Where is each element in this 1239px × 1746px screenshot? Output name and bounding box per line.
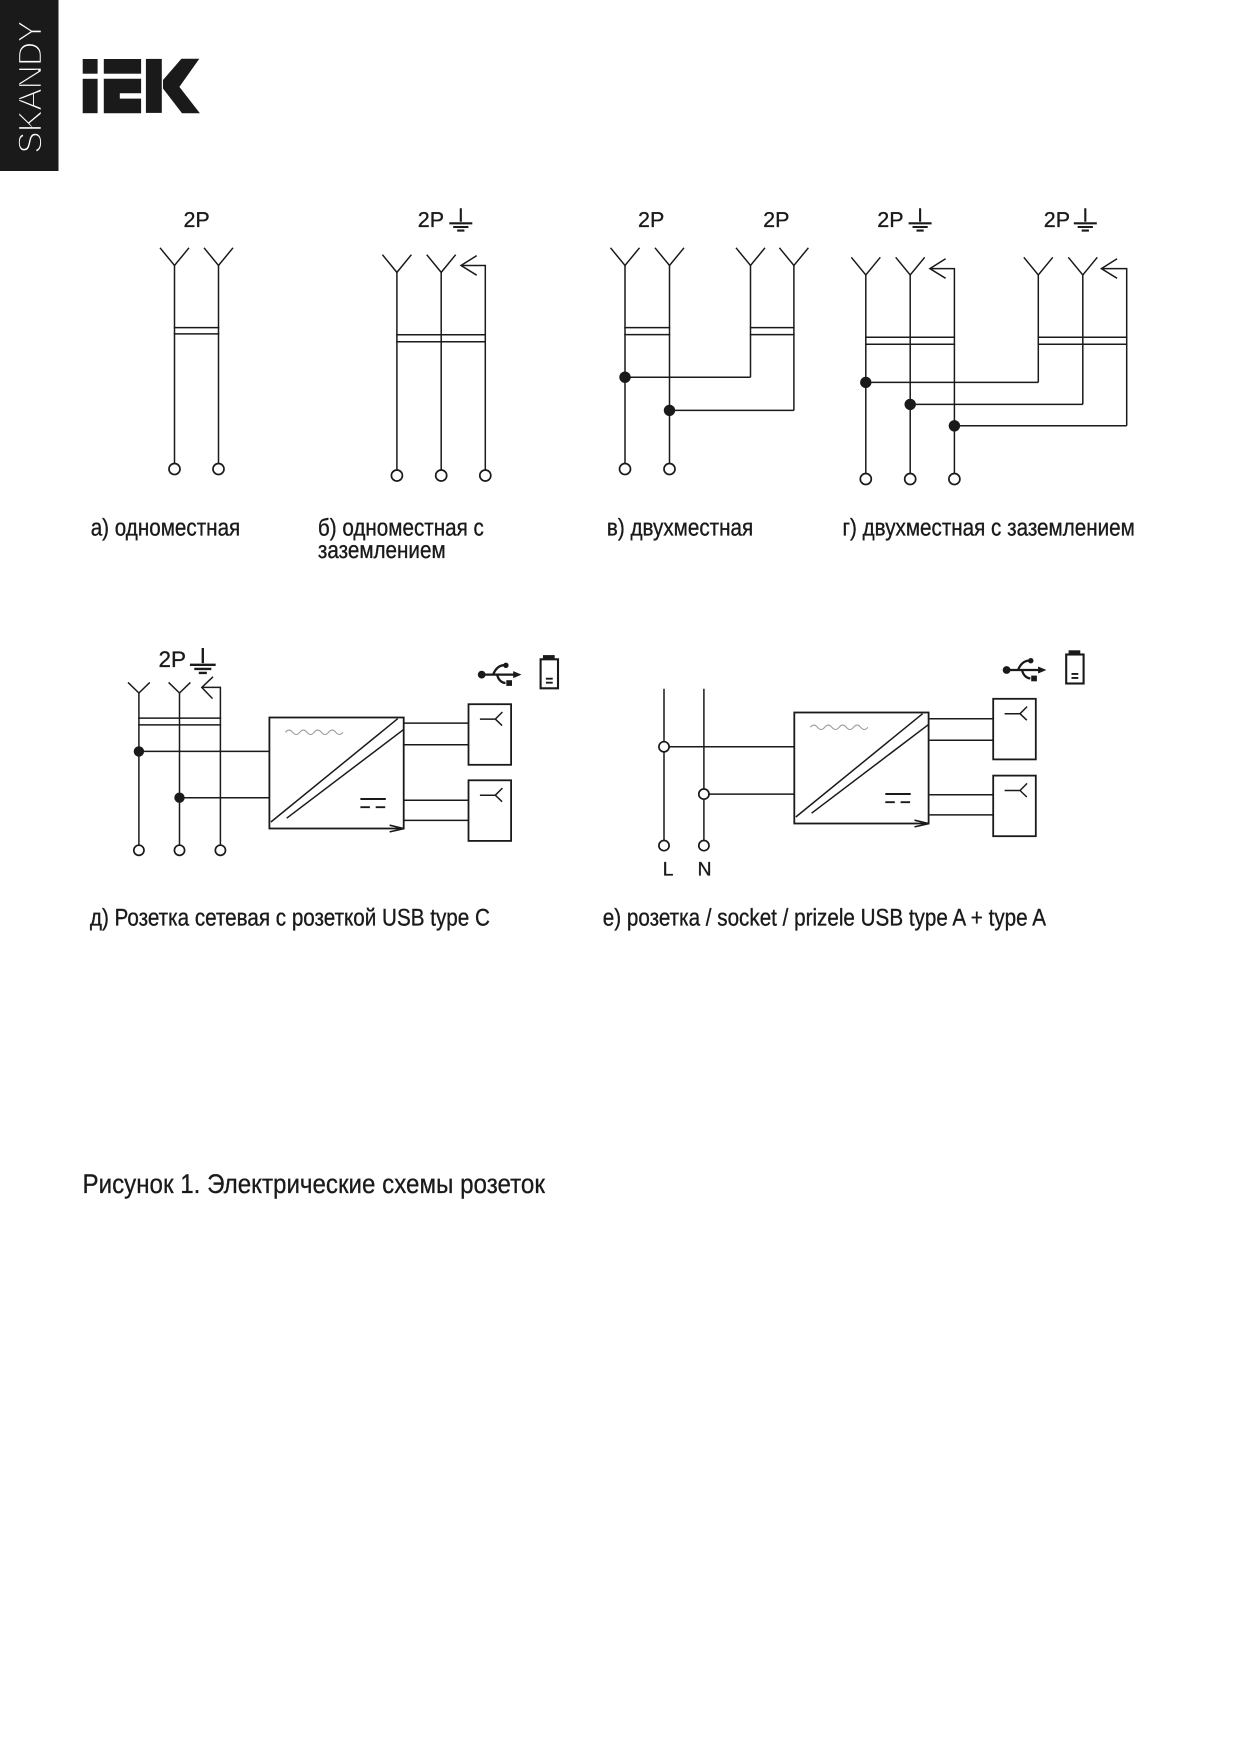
svg-text:2P: 2P [418, 208, 444, 232]
svg-text:б) одноместная с: б) одноместная с [318, 514, 484, 541]
svg-text:в) двухместная: в) двухместная [607, 514, 753, 541]
svg-text:2P: 2P [638, 208, 664, 232]
svg-text:е) розетка / socket / prizele: е) розетка / socket / prizele USB type A… [603, 905, 1046, 932]
svg-text:2P: 2P [159, 647, 187, 672]
svg-text:д) Розетка сетевая с розеткой: д) Розетка сетевая с розеткой USB type C [90, 905, 490, 932]
svg-text:2P: 2P [1044, 208, 1070, 232]
svg-text:2P: 2P [877, 208, 903, 232]
svg-text:L: L [663, 858, 674, 880]
svg-text:2P: 2P [183, 208, 209, 232]
svg-text:заземлением: заземлением [318, 537, 446, 564]
svg-text:а) одноместная: а) одноместная [91, 514, 241, 541]
svg-text:2P: 2P [763, 208, 789, 232]
svg-text:г) двухместная с заземлением: г) двухместная с заземлением [843, 514, 1135, 541]
svg-text:SKANDY: SKANDY [12, 21, 49, 154]
svg-text:N: N [698, 858, 712, 880]
svg-text:Рисунок 1. Электрические схемы: Рисунок 1. Электрические схемы розеток [83, 1169, 546, 1199]
